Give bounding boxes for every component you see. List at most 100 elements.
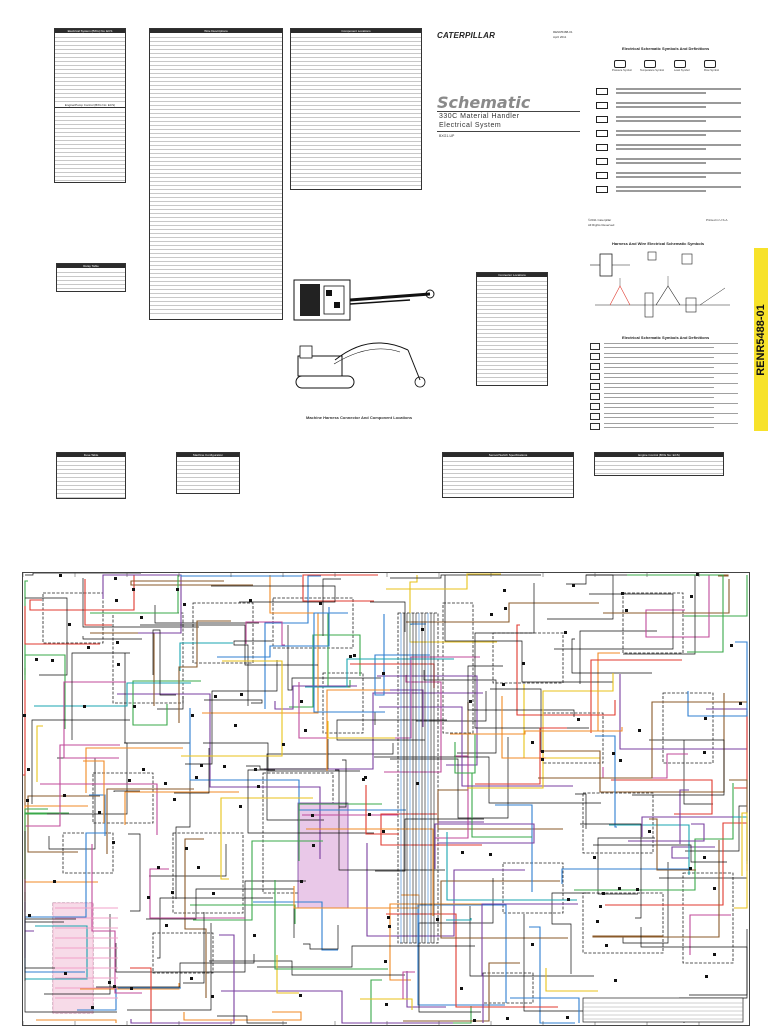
connector-pin xyxy=(384,960,387,963)
wire xyxy=(474,583,589,729)
wire xyxy=(475,727,567,785)
printed-in: Printed in U.S.A. xyxy=(706,218,729,222)
table-row xyxy=(150,274,282,278)
component-outline xyxy=(42,592,104,644)
table-row xyxy=(291,66,421,70)
table-row xyxy=(477,318,547,322)
serial-table-title: Electrical System (BXG) No: ECS xyxy=(55,29,125,33)
switch-symbol-icon xyxy=(596,130,608,137)
machine-side-view-illustration xyxy=(295,342,426,389)
table-row xyxy=(150,142,282,146)
connector-pin xyxy=(234,724,237,727)
table-row xyxy=(150,198,282,202)
connector-pin xyxy=(593,856,596,859)
connector-pin xyxy=(385,1003,388,1006)
definition-text-line xyxy=(616,116,741,118)
machine-config-table: Machine Configuration xyxy=(176,452,240,494)
title-block xyxy=(582,997,744,1023)
connector-pin xyxy=(638,729,641,732)
connector-pin xyxy=(416,782,419,785)
wire xyxy=(24,654,66,729)
connector-pin xyxy=(648,830,651,833)
machine-config-title: Machine Configuration xyxy=(177,453,239,457)
table-row xyxy=(150,146,282,150)
connector-pin xyxy=(115,599,118,602)
connector-pin xyxy=(299,994,302,997)
switch-table-title: Engine Control (BXG No: ECS) xyxy=(595,453,723,457)
wire xyxy=(157,897,273,959)
component-outline xyxy=(502,862,564,914)
wire xyxy=(327,721,395,739)
table-row xyxy=(150,310,282,314)
wire xyxy=(623,575,696,655)
table-row xyxy=(477,326,547,330)
serial-table-rows xyxy=(55,34,125,106)
table-row xyxy=(291,182,421,186)
table-row xyxy=(150,166,282,170)
harness-locations-caption: Machine Harness Connector And Component … xyxy=(306,415,413,420)
wire xyxy=(287,625,381,691)
symbol-icon xyxy=(590,383,600,390)
wire xyxy=(102,574,182,634)
wire xyxy=(220,797,313,880)
table-row xyxy=(477,374,547,378)
wire xyxy=(683,740,713,805)
symbols-title: Electrical Schematic Symbols And Definit… xyxy=(622,46,710,51)
wire xyxy=(313,612,385,713)
connector-pin xyxy=(240,693,243,696)
table-row xyxy=(291,138,421,142)
table-row xyxy=(150,70,282,74)
wire xyxy=(689,914,731,955)
connector-pin xyxy=(387,916,390,919)
connector-pin xyxy=(117,663,120,666)
switch-symbol-icon xyxy=(596,186,608,193)
table-row xyxy=(477,290,547,294)
wire xyxy=(25,925,88,980)
connector-pin xyxy=(605,944,608,947)
wire xyxy=(71,652,130,740)
table-row xyxy=(291,42,421,46)
wire xyxy=(632,739,725,796)
table-row xyxy=(291,86,421,90)
wire xyxy=(221,990,453,1024)
table-row xyxy=(291,122,421,126)
wire xyxy=(734,812,748,909)
wire xyxy=(365,785,399,835)
connector-pin xyxy=(541,750,544,753)
switch-symbol-icon xyxy=(596,144,608,151)
wire xyxy=(128,833,141,912)
definition-text-line xyxy=(604,356,714,358)
title-rule-2 xyxy=(437,131,580,132)
connector-pin xyxy=(625,609,628,612)
relay-table: Relay Table xyxy=(56,263,126,292)
wire xyxy=(276,955,299,994)
connector-pin xyxy=(690,595,693,598)
connector-pin xyxy=(713,953,716,956)
wire xyxy=(90,575,179,614)
wire xyxy=(233,640,272,706)
table-row xyxy=(150,290,282,294)
side-tab-label: RENR5488-01 xyxy=(755,303,767,376)
connector-pin xyxy=(98,811,101,814)
table-row xyxy=(150,82,282,86)
connector-pin xyxy=(214,695,217,698)
table-row xyxy=(291,150,421,154)
wire xyxy=(645,575,710,638)
table-row xyxy=(150,138,282,142)
wire xyxy=(179,642,233,671)
wire xyxy=(444,575,613,683)
switch-symbol-icon xyxy=(596,158,608,165)
title-rule xyxy=(437,111,580,112)
connector-pin xyxy=(63,794,66,797)
definition-paragraph xyxy=(590,392,740,401)
definition-row xyxy=(596,114,746,126)
wire xyxy=(579,630,657,684)
connector-pin xyxy=(190,977,193,980)
sensor-table-title: Sensor/Switch Specifications xyxy=(443,453,573,457)
wire xyxy=(684,575,748,617)
definition-text-line xyxy=(604,423,738,425)
table-row xyxy=(477,334,547,338)
definition-text-line xyxy=(604,373,738,375)
table-row xyxy=(150,134,282,138)
symbol-icon xyxy=(590,413,600,420)
